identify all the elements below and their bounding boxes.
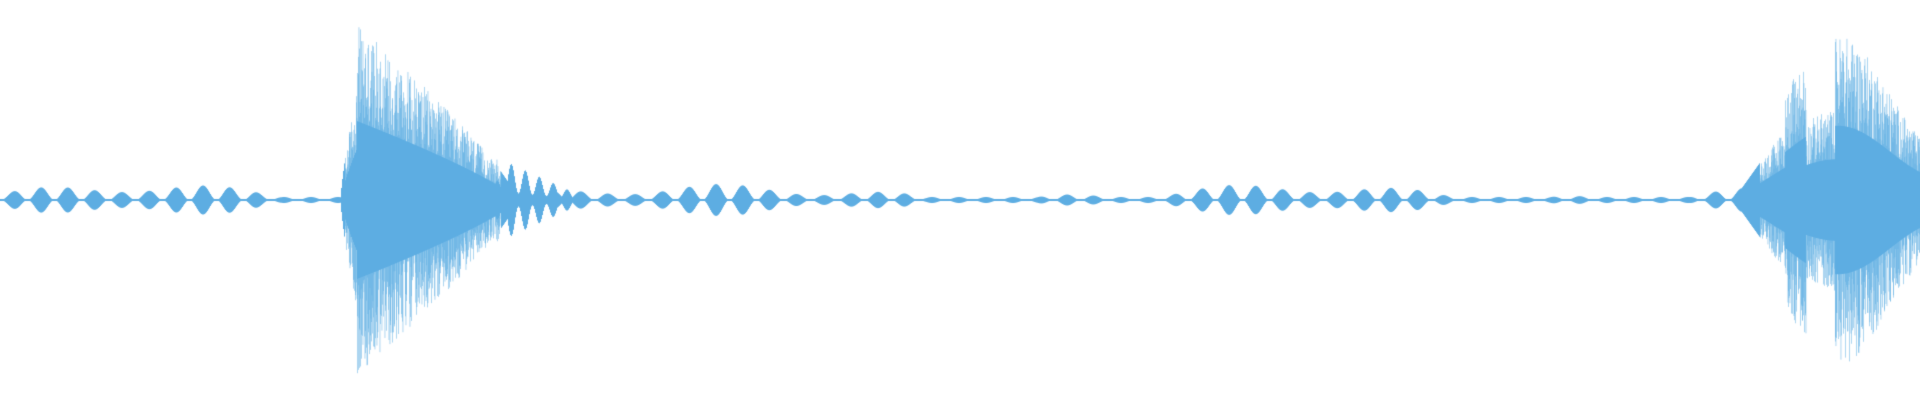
waveform-canvas[interactable] — [0, 0, 1920, 400]
audio-waveform-view[interactable] — [0, 0, 1920, 400]
